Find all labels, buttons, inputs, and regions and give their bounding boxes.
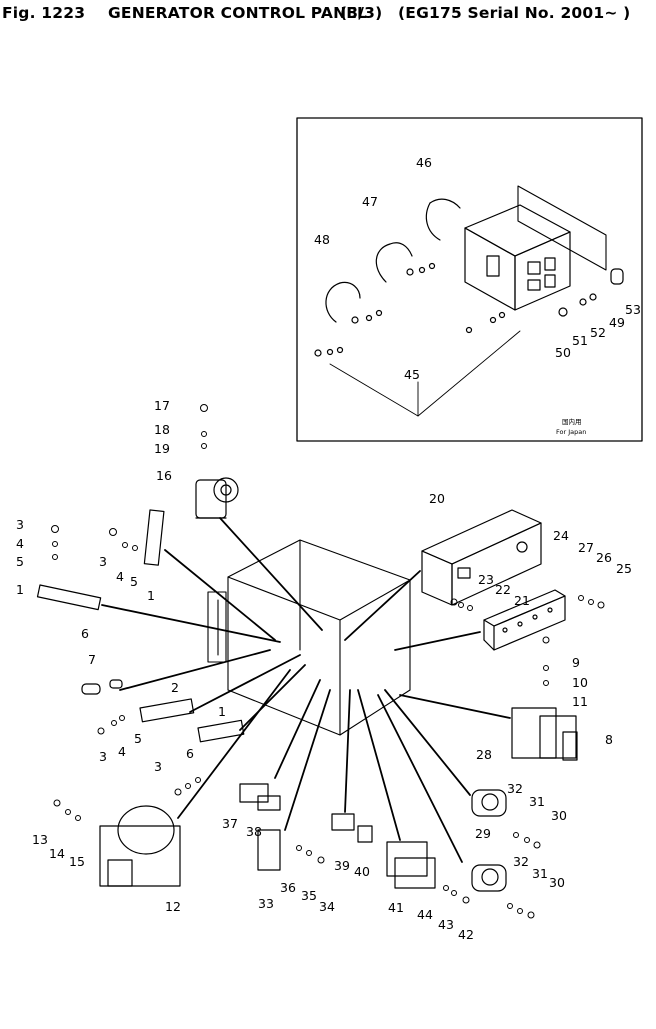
figure-number: Fig. 1223	[2, 4, 86, 22]
callout-53: 53	[625, 302, 641, 317]
part-2-strip	[81, 679, 195, 723]
callout-49: 49	[609, 315, 625, 330]
callout-27: 27	[578, 540, 594, 555]
callout-19: 19	[154, 441, 170, 456]
callout-29: 29	[475, 826, 491, 841]
part-20-box	[421, 509, 542, 606]
callout-52: 52	[590, 325, 606, 340]
callout-5: 6	[186, 746, 194, 761]
callout-14: 14	[49, 846, 65, 861]
callout-3: 3	[99, 749, 107, 764]
callout-26: 26	[596, 550, 612, 565]
inset-note-en: For Japan	[556, 428, 587, 436]
callout-37: 37	[222, 816, 238, 831]
callout-2: 2	[171, 680, 179, 695]
part-33-41-components	[239, 783, 436, 889]
callout-5: 5	[130, 574, 138, 589]
callout-32: 32	[513, 854, 529, 869]
part-24-bracket	[483, 589, 566, 651]
callout-1: 1	[218, 704, 226, 719]
callout-35: 35	[301, 888, 317, 903]
callout-5: 5	[134, 731, 142, 746]
callout-11: 11	[572, 694, 588, 709]
figure-name: GENERATOR CONTROL PANEL	[108, 4, 368, 22]
panel-frame	[207, 539, 411, 736]
callout-28: 28	[476, 747, 492, 762]
callout-24: 24	[553, 528, 569, 543]
callout-42: 42	[458, 927, 474, 942]
leader-lines	[101, 517, 511, 863]
callout-6: 6	[81, 626, 89, 641]
callout-40: 40	[354, 864, 370, 879]
part-28-29-relays	[471, 789, 507, 892]
part-1-strips	[36, 509, 245, 743]
hardware-fasteners	[51, 404, 605, 919]
callout-31: 31	[532, 866, 548, 881]
callout-23: 23	[478, 572, 494, 587]
callout-46: 46	[416, 155, 432, 170]
callout-12: 12	[165, 899, 181, 914]
figure-title: Fig. 1223 GENERATOR CONTROL PANEL (3/3) …	[2, 2, 654, 28]
callout-30: 30	[549, 875, 565, 890]
callout-45: 45	[404, 367, 420, 382]
callout-1: 1	[16, 582, 24, 597]
callout-10: 10	[572, 675, 588, 690]
callout-41: 41	[388, 900, 404, 915]
callout-13: 13	[32, 832, 48, 847]
callout-3: 3	[99, 554, 107, 569]
callout-25: 25	[616, 561, 632, 576]
callout-38: 38	[246, 824, 262, 839]
callout-34: 34	[319, 899, 335, 914]
callout-3: 3	[16, 517, 24, 532]
callout-21: 21	[514, 593, 530, 608]
callout-4: 4	[116, 569, 124, 584]
callout-15: 15	[69, 854, 85, 869]
callout-30: 30	[551, 808, 567, 823]
part-12-transformer	[99, 805, 181, 887]
callout-47: 47	[362, 194, 378, 209]
callout-8: 8	[605, 732, 613, 747]
callout-50: 50	[555, 345, 571, 360]
callout-3: 3	[154, 759, 162, 774]
callout-20: 20	[429, 491, 445, 506]
callout-5: 5	[16, 554, 24, 569]
callout-31: 31	[529, 794, 545, 809]
inset-detail	[296, 117, 643, 442]
callout-9: 9	[572, 655, 580, 670]
callout-17: 17	[154, 398, 170, 413]
callout-7: 7	[88, 652, 96, 667]
callout-36: 36	[280, 880, 296, 895]
callout-44: 44	[417, 907, 433, 922]
model-serial: (EG175 Serial No. 2001~ )	[398, 4, 631, 22]
callout-4: 4	[16, 536, 24, 551]
callout-1: 1	[147, 588, 155, 603]
part-8-transformer	[511, 707, 578, 761]
callout-32: 32	[507, 781, 523, 796]
callout-4: 4	[118, 744, 126, 759]
inset-note-jp: 国内用	[562, 418, 582, 426]
callout-43: 43	[438, 917, 454, 932]
part-16-ct	[195, 477, 239, 519]
callout-22: 22	[495, 582, 511, 597]
callout-51: 51	[572, 333, 588, 348]
callout-33: 33	[258, 896, 274, 911]
sheet-indicator: (3/3)	[340, 4, 383, 22]
callout-39: 39	[334, 858, 350, 873]
callout-18: 18	[154, 422, 170, 437]
callout-48: 48	[314, 232, 330, 247]
callout-16: 16	[156, 468, 172, 483]
